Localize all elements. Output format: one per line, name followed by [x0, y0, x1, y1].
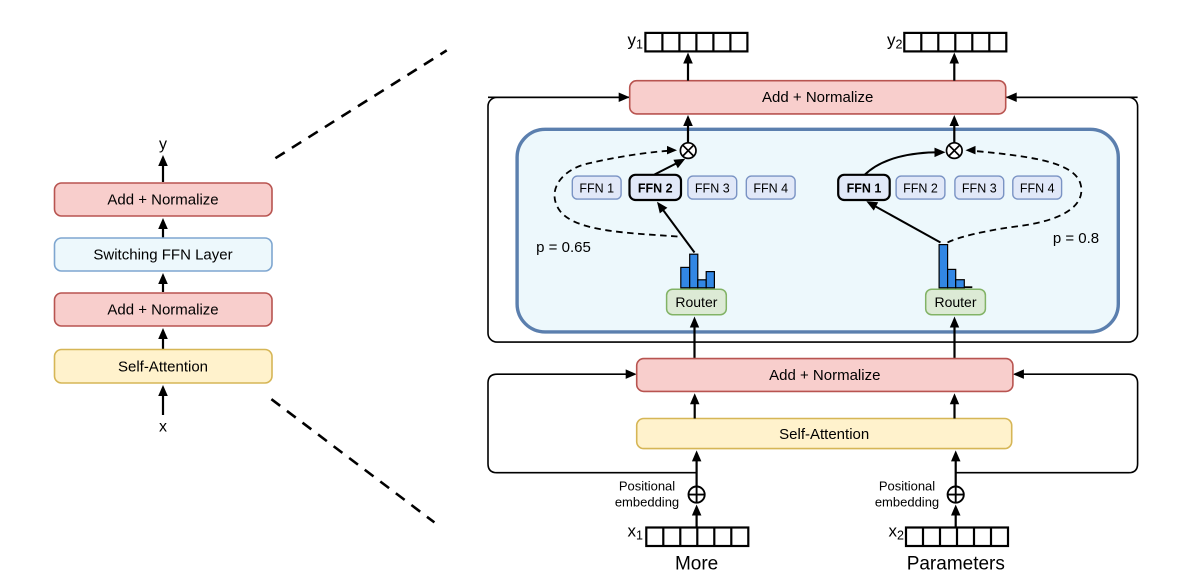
svg-text:Positional: Positional [879, 479, 935, 494]
svg-text:Parameters: Parameters [907, 554, 1005, 575]
svg-text:Router: Router [934, 294, 976, 310]
svg-text:FFN 4: FFN 4 [1020, 182, 1055, 196]
svg-text:FFN 1: FFN 1 [579, 182, 614, 196]
svg-text:Add + Normalize: Add + Normalize [107, 192, 218, 209]
svg-text:embedding: embedding [875, 495, 939, 510]
svg-text:p = 0.8: p = 0.8 [1053, 230, 1099, 247]
svg-text:Positional: Positional [619, 479, 675, 494]
svg-text:p = 0.65: p = 0.65 [536, 239, 591, 256]
svg-text:Self-Attention: Self-Attention [118, 359, 208, 376]
svg-text:FFN 2: FFN 2 [638, 182, 673, 196]
svg-text:FFN 2: FFN 2 [903, 182, 938, 196]
svg-text:More: More [675, 554, 718, 575]
svg-text:FFN 3: FFN 3 [695, 182, 730, 196]
svg-text:Self-Attention: Self-Attention [779, 426, 869, 443]
svg-text:Router: Router [675, 294, 717, 310]
svg-text:FFN 3: FFN 3 [962, 182, 997, 196]
svg-text:FFN 4: FFN 4 [753, 182, 788, 196]
svg-text:y: y [159, 136, 167, 153]
svg-text:embedding: embedding [615, 495, 679, 510]
svg-text:Add + Normalize: Add + Normalize [769, 367, 880, 384]
svg-text:Add + Normalize: Add + Normalize [107, 302, 218, 319]
svg-text:Add + Normalize: Add + Normalize [762, 89, 873, 106]
svg-text:FFN 1: FFN 1 [847, 182, 882, 196]
svg-text:x: x [159, 419, 167, 436]
svg-text:Switching FFN Layer: Switching FFN Layer [93, 247, 232, 264]
